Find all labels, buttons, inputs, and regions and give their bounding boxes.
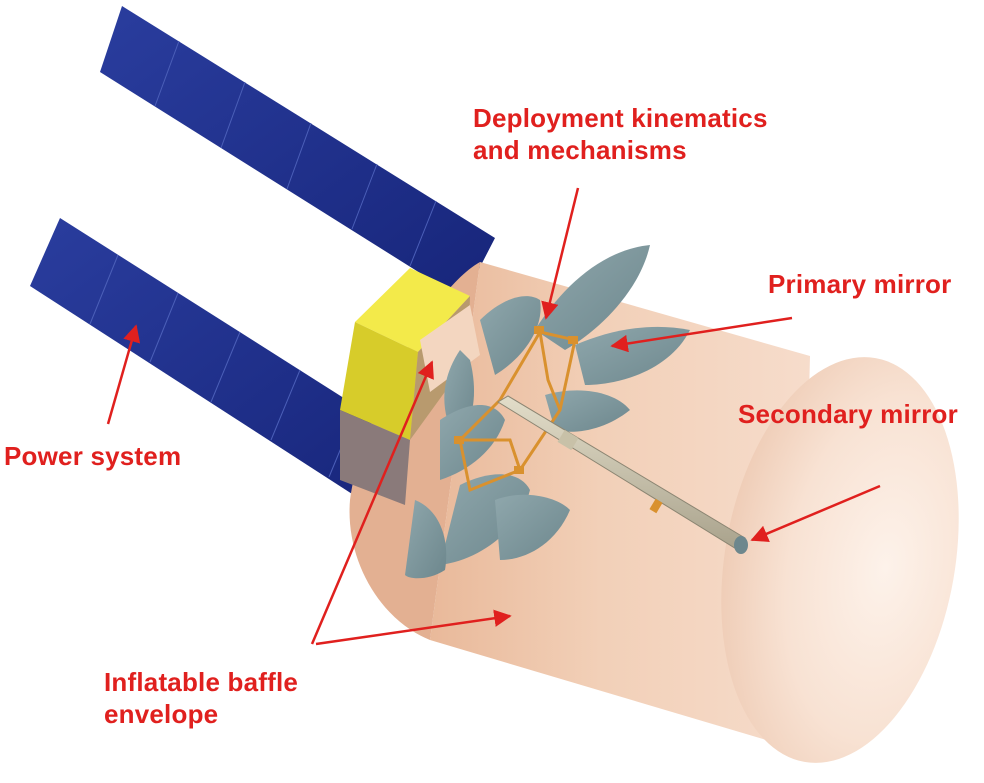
label-baffle-line1: Inflatable baffle xyxy=(104,667,299,697)
label-secondary-mirror: Secondary mirror xyxy=(738,398,958,430)
upper-solar-panel xyxy=(100,6,495,300)
inflatable-baffle-envelope xyxy=(349,262,959,763)
label-power-system: Power system xyxy=(4,440,181,472)
secondary-mirror xyxy=(734,536,748,554)
annotation-arrows xyxy=(106,187,881,646)
label-primary-mirror: Primary mirror xyxy=(768,268,951,300)
label-primary-mirror-text: Primary mirror xyxy=(768,269,952,299)
arrow-baffle-inner xyxy=(310,360,434,645)
spacecraft-bus xyxy=(340,268,480,505)
arrow-primary-mirror xyxy=(610,316,793,353)
label-inflatable-baffle: Inflatable baffle envelope xyxy=(104,666,298,730)
secondary-mirror-boom xyxy=(497,395,748,554)
deployment-mechanisms xyxy=(454,326,578,493)
label-deployment-line1: Deployment kinematics xyxy=(473,103,768,133)
label-deployment-line2: and mechanisms xyxy=(473,135,687,165)
arrow-deployment xyxy=(541,187,580,320)
primary-mirror xyxy=(405,245,690,579)
label-secondary-mirror-text: Secondary mirror xyxy=(738,399,958,429)
arrow-power-system xyxy=(106,324,141,425)
arrow-secondary-mirror xyxy=(750,484,881,542)
label-deployment-kinematics: Deployment kinematics and mechanisms xyxy=(473,102,768,166)
arrow-baffle-outer xyxy=(315,609,512,646)
label-power-system-text: Power system xyxy=(4,441,182,471)
label-baffle-line2: envelope xyxy=(104,699,219,729)
